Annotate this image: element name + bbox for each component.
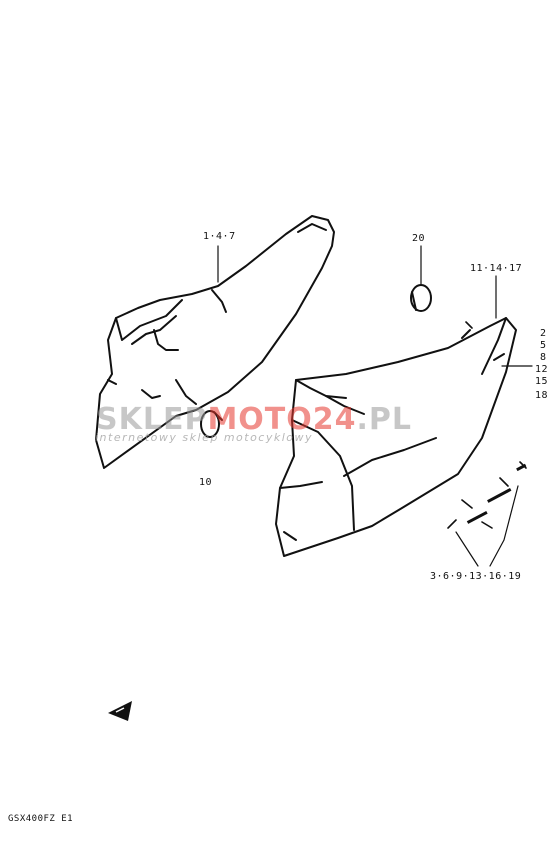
callout-right-side-1: 2 <box>540 328 547 339</box>
callout-cap: 20 <box>412 233 426 244</box>
hardware-small-marks <box>466 463 527 524</box>
left-side-cover <box>95 215 335 469</box>
watermark-brand: SKLEPMOTO24.PL <box>96 402 412 437</box>
front-arrow-icon <box>108 701 132 721</box>
model-code: GSX400FZ E1 <box>8 814 74 824</box>
mounting-marks <box>447 321 527 529</box>
leader-lines <box>217 245 533 567</box>
callout-right-side-2: 5 <box>540 340 547 351</box>
callout-right-side-4: 12 <box>535 364 549 375</box>
right-side-cover <box>275 317 517 557</box>
callout-left-cover: 1·4·7 <box>203 231 236 242</box>
callout-right-bottom: 3·6·9·13·16·19 <box>430 571 522 582</box>
callout-right-side-5: 15 <box>535 376 549 387</box>
watermark-brand-part4: .PL <box>356 402 413 437</box>
watermark-tagline: internetowy sklep motocyklowy <box>95 431 314 444</box>
callout-grommet: 10 <box>199 477 213 488</box>
callout-right-side-3: 8 <box>540 352 547 363</box>
callout-right-top: 11·14·17 <box>470 263 523 274</box>
cap-part <box>410 284 432 312</box>
watermark-brand-part1: SKLEP <box>96 402 208 437</box>
watermark-brand-part3: 24 <box>312 402 357 437</box>
watermark-brand-part2: MOTO <box>207 402 313 437</box>
grommet-part <box>200 410 223 438</box>
callout-right-side-6: 18 <box>535 390 549 401</box>
